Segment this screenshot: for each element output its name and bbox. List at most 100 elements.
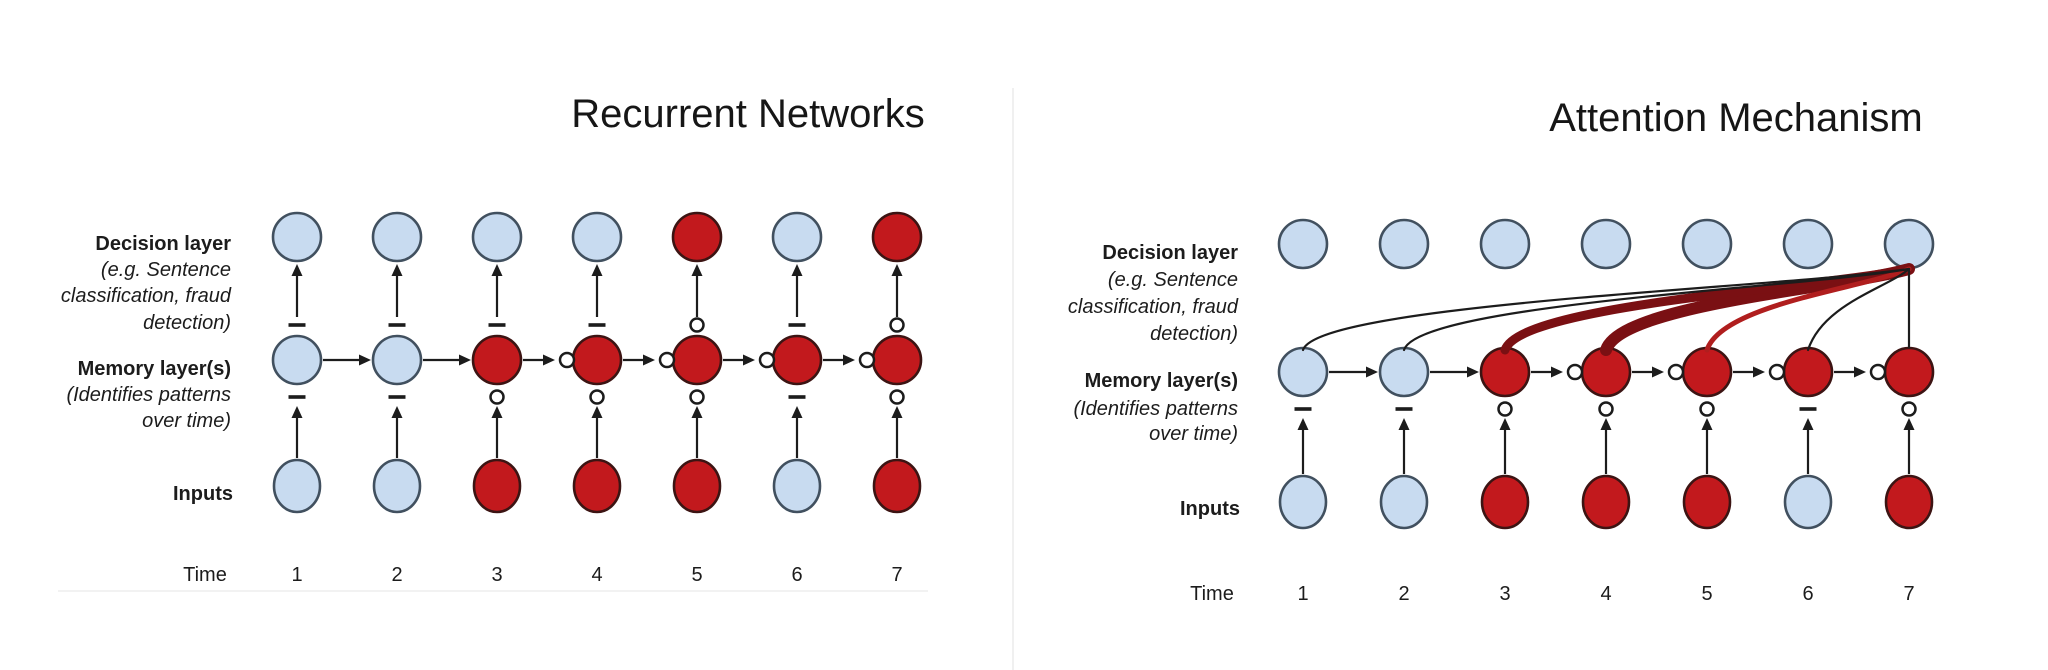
memory-node bbox=[671, 334, 723, 386]
decision-node bbox=[571, 211, 623, 263]
recurrent-link-arrow-head bbox=[1551, 366, 1563, 378]
input-to-memory-arrow-head bbox=[391, 406, 403, 418]
time-tick-label: 1 bbox=[1297, 583, 1308, 605]
memory-to-decision-arrow-head bbox=[391, 264, 403, 276]
input-to-memory-arrow-head bbox=[1398, 418, 1410, 430]
memory-node bbox=[771, 334, 823, 386]
input-to-memory-arrow-head bbox=[1600, 418, 1612, 430]
decision-node bbox=[1883, 218, 1935, 270]
time-tick-label: 1 bbox=[291, 564, 302, 586]
recurrent-link-arrow-head bbox=[359, 354, 371, 366]
recurrent-link-arrow-head bbox=[643, 354, 655, 366]
input-node bbox=[1278, 474, 1328, 530]
memory-to-decision-arrow-head bbox=[291, 264, 303, 276]
recurrent-link-arrow-head bbox=[459, 354, 471, 366]
recurrent-gate-mark bbox=[758, 351, 776, 369]
decision-layer-label: Decision layer bbox=[1102, 242, 1238, 264]
recurrent-gate-mark bbox=[658, 351, 676, 369]
decision-node bbox=[371, 211, 423, 263]
input-node bbox=[1884, 474, 1934, 530]
decision-node bbox=[1479, 218, 1531, 270]
memory-node bbox=[1378, 346, 1430, 398]
time-tick-label: 2 bbox=[391, 564, 402, 586]
time-tick-label: 5 bbox=[691, 564, 702, 586]
time-tick-label: 6 bbox=[1802, 583, 1813, 605]
decision-node bbox=[1378, 218, 1430, 270]
memory-node bbox=[571, 334, 623, 386]
state-gate-mark bbox=[1497, 401, 1513, 417]
time-axis-label: Time bbox=[1190, 583, 1234, 605]
time-tick-label: 3 bbox=[1499, 583, 1510, 605]
memory-node bbox=[371, 334, 423, 386]
input-node bbox=[872, 458, 922, 514]
input-node bbox=[1379, 474, 1429, 530]
recurrent-gate-mark bbox=[1768, 363, 1786, 381]
attention-curve bbox=[1806, 267, 1911, 352]
state-dash-mark bbox=[1799, 407, 1817, 411]
decision-layer-sublabel-3: detection) bbox=[143, 312, 231, 334]
memory-layer-sublabel-1: (Identifies patterns bbox=[1073, 398, 1238, 420]
input-to-memory-arrow-head bbox=[1903, 418, 1915, 430]
state-gate-mark bbox=[1901, 401, 1917, 417]
recurrent-gate-mark bbox=[1869, 363, 1887, 381]
recurrent-gate-mark bbox=[858, 351, 876, 369]
memory-layer-sublabel-2: over time) bbox=[1149, 423, 1238, 445]
input-to-memory-arrow-head bbox=[491, 406, 503, 418]
decision-node bbox=[471, 211, 523, 263]
attention-curve bbox=[1301, 267, 1911, 352]
input-node bbox=[1783, 474, 1833, 530]
input-node bbox=[472, 458, 522, 514]
time-tick-label: 5 bbox=[1701, 583, 1712, 605]
input-to-memory-arrow-head bbox=[1802, 418, 1814, 430]
recurrent-gate-mark bbox=[1667, 363, 1685, 381]
memory-layer-label: Memory layer(s) bbox=[78, 358, 231, 380]
diagram-title: Attention Mechanism bbox=[1549, 96, 1923, 140]
attention-mechanism-diagram: Attention Mechanism Decision layer (e.g.… bbox=[1068, 96, 1935, 605]
input-node bbox=[1581, 474, 1631, 530]
decision-layer-sublabel-3: detection) bbox=[1150, 323, 1238, 345]
diagram-title: Recurrent Networks bbox=[571, 92, 924, 136]
state-gate-mark bbox=[889, 317, 905, 333]
memory-to-decision-arrow-head bbox=[791, 264, 803, 276]
memory-node bbox=[471, 334, 523, 386]
recurrent-link-arrow-head bbox=[1366, 366, 1378, 378]
state-dash-mark bbox=[1395, 407, 1413, 411]
attention-curve bbox=[1704, 266, 1912, 353]
input-node bbox=[1682, 474, 1732, 530]
state-gate-mark bbox=[1699, 401, 1715, 417]
recurrent-link-arrow-head bbox=[843, 354, 855, 366]
input-to-memory-arrow-head bbox=[891, 406, 903, 418]
state-gate-mark bbox=[889, 389, 905, 405]
state-dash-mark bbox=[488, 323, 506, 327]
time-axis-label: Time bbox=[183, 564, 227, 586]
input-node bbox=[672, 458, 722, 514]
state-gate-mark bbox=[689, 389, 705, 405]
decision-node bbox=[1681, 218, 1733, 270]
state-dash-mark bbox=[288, 323, 306, 327]
state-gate-mark bbox=[489, 389, 505, 405]
recurrent-link-arrow-head bbox=[743, 354, 755, 366]
recurrent-gate-mark bbox=[1566, 363, 1584, 381]
decision-layer-label: Decision layer bbox=[95, 233, 231, 255]
recurrent-link-arrow-head bbox=[1854, 366, 1866, 378]
state-dash-mark bbox=[288, 395, 306, 399]
input-to-memory-arrow-head bbox=[691, 406, 703, 418]
input-to-memory-arrow-head bbox=[1499, 418, 1511, 430]
input-to-memory-arrow-head bbox=[291, 406, 303, 418]
decision-node bbox=[771, 211, 823, 263]
memory-to-decision-arrow-head bbox=[491, 264, 503, 276]
decision-node bbox=[1782, 218, 1834, 270]
memory-layer-label: Memory layer(s) bbox=[1085, 370, 1238, 392]
memory-layer-sublabel-2: over time) bbox=[142, 410, 231, 432]
state-dash-mark bbox=[788, 395, 806, 399]
memory-node bbox=[1681, 346, 1733, 398]
recurrent-link-arrow-head bbox=[1652, 366, 1664, 378]
inputs-label: Inputs bbox=[173, 483, 233, 505]
inputs-label: Inputs bbox=[1180, 498, 1240, 520]
decision-node bbox=[1580, 218, 1632, 270]
time-tick-label: 2 bbox=[1398, 583, 1409, 605]
decision-layer-sublabel-2: classification, fraud bbox=[61, 285, 232, 307]
